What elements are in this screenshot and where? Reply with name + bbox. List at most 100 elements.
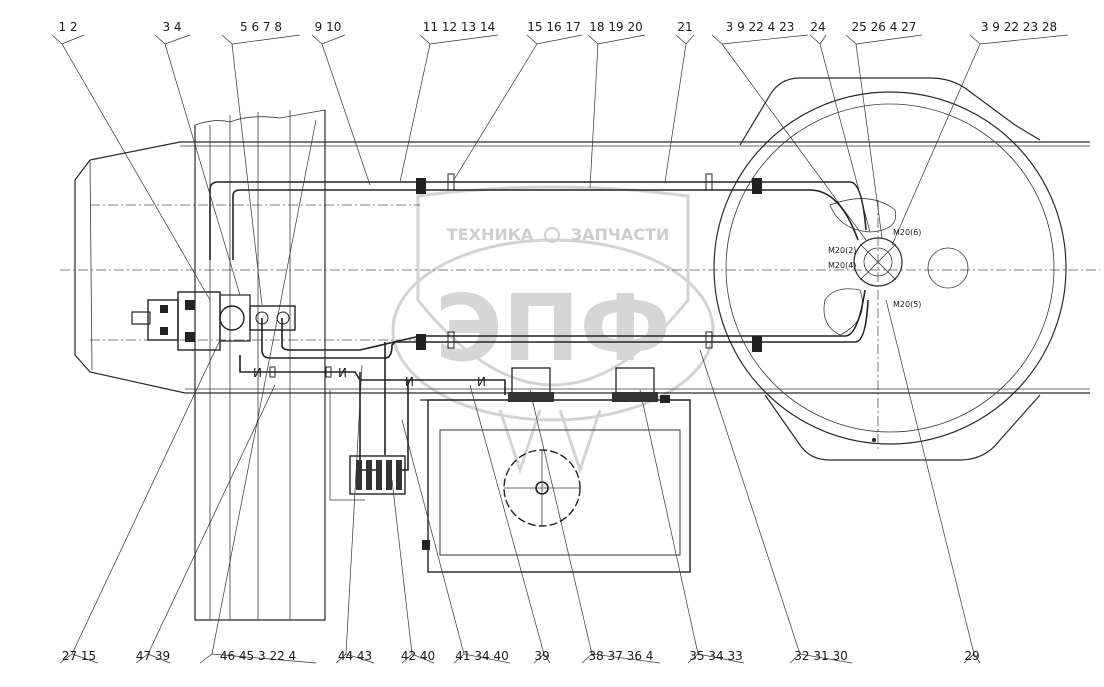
label-top-2: 3 4: [162, 20, 181, 34]
pump-bolt-2: [185, 332, 195, 342]
label-top-11: 25 26 4 27: [852, 20, 917, 34]
frame-left-edge: [89, 159, 93, 371]
label-top-4: 9 10: [315, 20, 342, 34]
leader-35-33: [639, 389, 745, 664]
clamp-2: [705, 173, 713, 191]
pump-valve-port-1: [255, 311, 269, 325]
tank-inner: [439, 429, 681, 556]
leader-lines-bottom: [59, 119, 981, 664]
coupling-4: [752, 186, 762, 194]
pump-bolt-1: [185, 300, 195, 310]
watermark-ellipse: [391, 238, 715, 422]
oil-tank: [420, 367, 691, 573]
watermark-shield: [416, 185, 690, 387]
hose-mark-box-1: [269, 366, 276, 378]
leader-15-17: [454, 34, 583, 179]
cross-member-outline: [194, 110, 326, 621]
coupling-7: [752, 336, 762, 344]
pump-assembly: [131, 291, 296, 351]
label-top-7: 18 19 20: [589, 20, 642, 34]
label-top-8: 21: [677, 20, 692, 34]
frame-bottom-edge: [74, 159, 1090, 394]
label-top-6: 15 16 17: [527, 20, 580, 34]
hose-mark-2: И: [338, 366, 347, 380]
leader-32-30: [699, 349, 853, 664]
labels-top: 1 2 3 4 5 6 7 8 9 10 11 12 13 14 15 16 1…: [58, 20, 1057, 34]
watermark-text-right: ЗАПЧАСТИ: [571, 225, 670, 244]
cross-member: [194, 109, 326, 621]
label-bottom-1: 27 15: [62, 649, 96, 663]
leader-29: [885, 299, 981, 664]
frame: [60, 141, 1100, 394]
control-valve: [349, 455, 406, 495]
watermark-main: ЭПФ: [435, 275, 671, 382]
label-bottom-6: 41 34 40: [455, 649, 508, 663]
leader-38-4: [529, 389, 661, 664]
port-label-4: М20(4): [828, 261, 856, 270]
leader-24: [809, 34, 871, 233]
leader-3-23: [711, 34, 867, 241]
turntable-outer-ring: [713, 91, 1067, 445]
coupling-1: [416, 178, 426, 186]
leader-11-14: [399, 34, 499, 183]
tank-filter-2-base: [612, 392, 658, 402]
leader-47-39: [135, 384, 276, 664]
turntable-inner-ring: [725, 103, 1055, 433]
coupling-6: [416, 342, 426, 350]
turntable-housing: [739, 77, 1041, 461]
tank-fitting: [660, 395, 670, 403]
valve-section-1: [356, 460, 362, 490]
cross-member-break: [194, 109, 326, 126]
hose-mark-1: И: [253, 366, 262, 380]
hose-valve-1: [359, 372, 380, 471]
frame-top-edge: [89, 141, 1090, 161]
hose-marks: И И И И: [253, 366, 486, 389]
leader-1-2: [51, 34, 211, 301]
label-bottom-8: 38 37 36 4: [589, 649, 654, 663]
hose-bottom-lower: [281, 289, 866, 351]
turntable-cutout-top: [829, 198, 897, 233]
leader-5-8: [221, 34, 301, 306]
label-top-3: 5 6 7 8: [240, 20, 282, 34]
label-top-9: 3 9 22 4 23: [726, 20, 795, 34]
hose-tank-1: [239, 355, 506, 395]
hose-return: [329, 390, 365, 501]
coupling-8: [752, 344, 762, 352]
label-top-12: 3 9 22 23 28: [981, 20, 1057, 34]
leader-25-27: [845, 34, 923, 239]
coupling-3: [752, 178, 762, 186]
pump-port: [219, 305, 245, 331]
leader-44-43: [335, 364, 375, 664]
label-bottom-11: 29: [964, 649, 979, 663]
coupling-2: [416, 186, 426, 194]
leader-39: [469, 384, 551, 664]
label-bottom-2: 47 39: [136, 649, 170, 663]
label-bottom-4: 44 43: [338, 649, 372, 663]
leader-46-4: [199, 119, 317, 664]
pump-valve-block: [249, 305, 296, 331]
leader-21: [664, 34, 695, 183]
port-label-2: М20(2): [828, 246, 856, 255]
label-top-5: 11 12 13 14: [423, 20, 496, 34]
couplings: [416, 173, 762, 352]
port-label-5: М20(5): [893, 300, 921, 309]
port-label-6: М20(6): [893, 228, 921, 237]
watermark: ТЕХНИКА ЗАПЧАСТИ ЭПФ: [391, 185, 715, 475]
label-bottom-9: 35 34 33: [689, 649, 742, 663]
leader-27-15: [59, 339, 221, 664]
valve-body: [349, 455, 406, 495]
turntable-mark: [872, 438, 876, 442]
pump-bolt-4: [160, 327, 168, 335]
label-top-10: 24: [810, 20, 825, 34]
hose-mark-4: И: [477, 375, 486, 389]
leader-18-20: [587, 34, 646, 189]
turntable: [713, 77, 1067, 461]
turntable-cutout-bottom: [823, 288, 863, 336]
pump-body: [177, 291, 221, 351]
label-bottom-5: 42 40: [401, 649, 435, 663]
leader-3-4: [154, 34, 241, 296]
valve-section-2: [366, 460, 372, 490]
tank-filter-1-base: [508, 392, 554, 402]
hose-valve-3: [400, 380, 409, 471]
